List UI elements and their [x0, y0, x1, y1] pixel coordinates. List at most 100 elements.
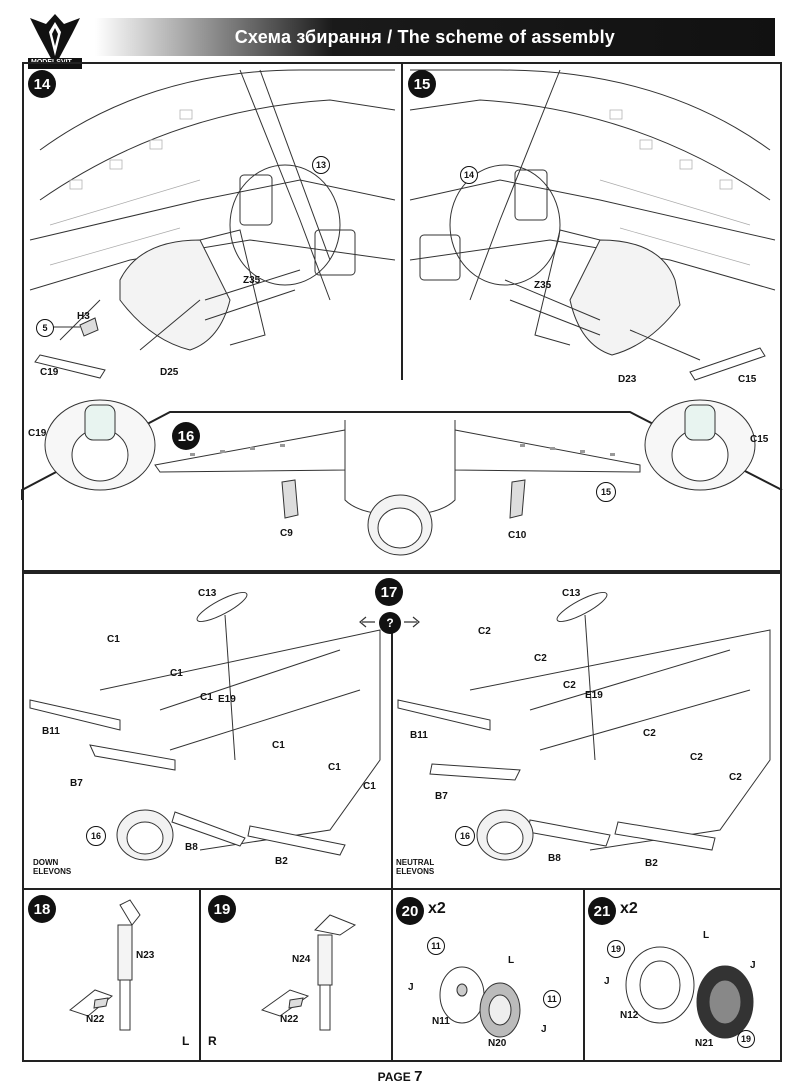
label-c1-c: C1 — [200, 692, 213, 703]
label-c2-e: C2 — [690, 752, 703, 763]
ref-15-label: 15 — [600, 487, 611, 497]
label-c2-a: C2 — [478, 626, 491, 637]
step-21-ref-19a: 19 — [607, 940, 625, 958]
choice-question-text: ? — [386, 616, 394, 630]
label-n22-left: N22 — [86, 1014, 105, 1025]
page-title: Схема збирання / The scheme of assembly — [234, 26, 615, 47]
ref-11b-label: 11 — [547, 994, 557, 1004]
ref-16-right-label: 16 — [459, 831, 470, 841]
down-elevons-line1: DOWN — [33, 858, 59, 867]
neutral-elevons-note: NEUTRAL ELEVONS — [396, 858, 434, 876]
ref-16-left-label: 16 — [90, 831, 101, 841]
label-c9: C9 — [280, 528, 293, 539]
side-left-marker: L — [182, 1034, 190, 1048]
label-c13-left: C13 — [198, 588, 217, 599]
label-c2-c: C2 — [563, 680, 576, 691]
step-14-ref-13: 13 — [312, 156, 330, 174]
step-14-badge: 14 — [28, 70, 56, 98]
step-20-multiplier: x2 — [428, 900, 446, 917]
label-n22-right: N22 — [280, 1014, 299, 1025]
ref-5-label: 5 — [42, 323, 48, 333]
label-c2-d: C2 — [643, 728, 656, 739]
label-b2-right: B2 — [645, 858, 658, 869]
label-j-21a: J — [750, 960, 756, 971]
label-l-20: L — [508, 955, 515, 966]
label-j-20a: J — [408, 982, 414, 993]
label-z35-right: Z35 — [534, 280, 552, 291]
step-18-number: 18 — [33, 900, 51, 918]
step-17-number: 17 — [380, 583, 398, 601]
down-elevons-note: DOWN ELEVONS — [33, 858, 71, 876]
label-b7-right: B7 — [435, 791, 448, 802]
neutral-elevons-line1: NEUTRAL — [396, 858, 435, 867]
step-19-badge: 19 — [208, 895, 236, 923]
choice-question-icon: ? — [379, 612, 401, 634]
label-c15-inset: C15 — [750, 434, 769, 445]
steps-18-21-panel — [22, 888, 782, 1062]
ref-19b-label: 19 — [740, 1034, 751, 1044]
label-h3: H3 — [77, 311, 90, 322]
label-d25: D25 — [160, 367, 179, 378]
label-n11: N11 — [432, 1016, 450, 1027]
label-b11-left: B11 — [42, 726, 60, 737]
down-elevons-line2: ELEVONS — [33, 867, 72, 876]
label-b8-right: B8 — [548, 853, 561, 864]
step-21-multiplier: x2 — [620, 900, 638, 917]
label-c1-e: C1 — [328, 762, 341, 773]
step-20-number: 20 — [401, 902, 419, 920]
label-d23: D23 — [618, 374, 637, 385]
label-l-21: L — [703, 930, 710, 941]
step-15-badge: 15 — [408, 70, 436, 98]
ref-19a-label: 19 — [610, 944, 621, 954]
side-right-marker: R — [208, 1034, 217, 1048]
step-14-number: 14 — [33, 75, 51, 93]
step-21-number: 21 — [593, 902, 611, 920]
ref-13-label: 13 — [315, 160, 326, 170]
label-c1-d: C1 — [272, 740, 285, 751]
step-15-ref-14: 14 — [460, 166, 478, 184]
step-17-right-ref-16: 16 — [455, 826, 475, 846]
label-n20: N20 — [488, 1038, 507, 1049]
step-21-badge: 21 — [588, 897, 616, 925]
step-20-badge: 20 — [396, 897, 424, 925]
label-c10: C10 — [508, 530, 527, 541]
step-16-ref-15: 15 — [596, 482, 616, 502]
label-n23: N23 — [136, 950, 155, 961]
step-18-badge: 18 — [28, 895, 56, 923]
label-n21: N21 — [695, 1038, 714, 1049]
label-c2-b: C2 — [534, 653, 547, 664]
label-b11-right: B11 — [410, 730, 428, 741]
step-20-ref-11a: 11 — [427, 937, 445, 955]
neutral-elevons-line2: ELEVONS — [396, 867, 435, 876]
ref-14-label: 14 — [463, 170, 474, 180]
label-e19-right: E19 — [585, 690, 603, 701]
label-b2-left: B2 — [275, 856, 288, 867]
label-c1-b: C1 — [170, 668, 183, 679]
label-n24: N24 — [292, 954, 311, 965]
step-16-badge: 16 — [172, 422, 200, 450]
step-17-left-ref-16: 16 — [86, 826, 106, 846]
label-z35: Z35 — [243, 275, 261, 286]
label-c15: C15 — [738, 374, 757, 385]
label-c1-a: C1 — [107, 634, 120, 645]
step-17-badge: 17 — [375, 578, 403, 606]
step-20-ref-11b: 11 — [543, 990, 561, 1008]
ref-11a-label: 11 — [431, 941, 441, 951]
label-c19: C19 — [40, 367, 59, 378]
label-b7-left: B7 — [70, 778, 83, 789]
label-c19-inset: C19 — [28, 428, 47, 439]
label-c2-f: C2 — [729, 772, 742, 783]
step-15-number: 15 — [413, 75, 431, 93]
step-19-number: 19 — [213, 900, 231, 918]
label-c1-f: C1 — [363, 781, 376, 792]
page-number: 7 — [414, 1068, 423, 1085]
page-header: Схема збирання / The scheme of assembly — [95, 18, 775, 56]
step-14-ref-5: 5 — [36, 319, 54, 337]
page-label: PAGE — [377, 1070, 411, 1084]
label-j-21b: J — [604, 976, 610, 987]
step-21-ref-19b: 19 — [737, 1030, 755, 1048]
